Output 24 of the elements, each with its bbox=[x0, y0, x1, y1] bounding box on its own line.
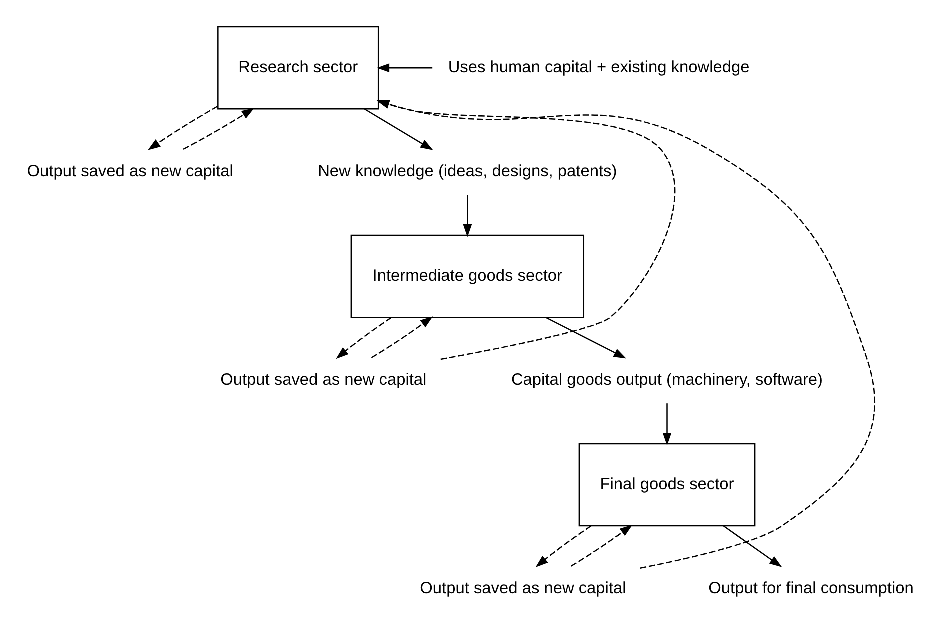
node-text: Output for final consumption bbox=[708, 580, 914, 598]
arrow bbox=[376, 64, 433, 73]
arrow bbox=[364, 108, 434, 150]
arrow bbox=[376, 100, 676, 360]
node-box: Final goods sector bbox=[578, 443, 756, 527]
node-text: Uses human capital + existing knowledge bbox=[448, 58, 750, 76]
arrow bbox=[463, 195, 472, 238]
node-text: Output saved as new capital bbox=[220, 371, 427, 390]
arrow bbox=[662, 404, 672, 446]
node-text: Output saved as new capital bbox=[27, 162, 234, 181]
node-box: Intermediate goods sector bbox=[350, 234, 585, 318]
arrow bbox=[183, 108, 254, 150]
node-box: Research sector bbox=[218, 26, 380, 110]
node-text: New knowledge (ideas, designs, patents) bbox=[318, 162, 618, 181]
node-text: Output saved as new capital bbox=[420, 580, 626, 598]
node-text: Capital goods output (machinery, software) bbox=[511, 371, 824, 390]
arrow bbox=[546, 317, 627, 359]
arrow bbox=[376, 100, 876, 570]
arrow bbox=[536, 526, 592, 568]
arrow bbox=[148, 106, 218, 150]
arrow bbox=[371, 316, 434, 358]
arrow bbox=[570, 525, 633, 567]
arrow bbox=[336, 317, 392, 360]
arrow bbox=[723, 526, 782, 568]
